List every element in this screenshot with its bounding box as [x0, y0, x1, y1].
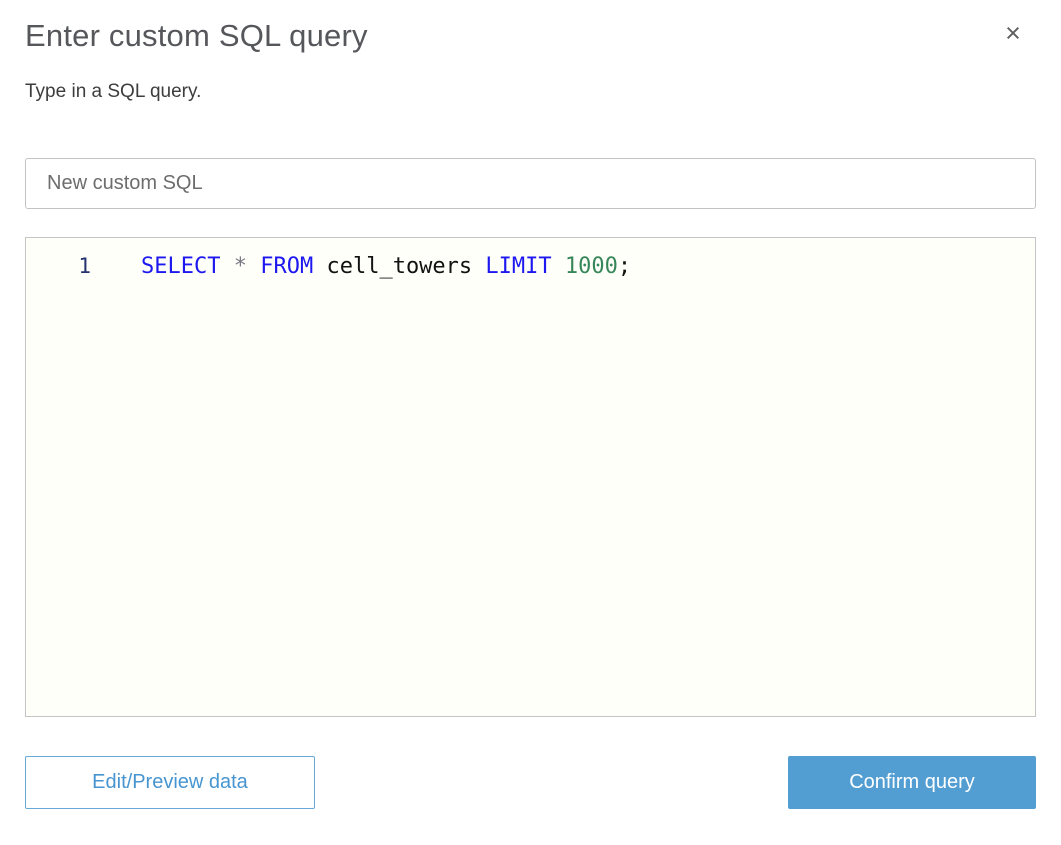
modal-header: Enter custom SQL query × [25, 0, 1036, 54]
close-icon[interactable]: × [998, 18, 1028, 48]
sql-token-plain [220, 254, 233, 279]
sql-token-plain [552, 254, 565, 279]
edit-preview-data-button[interactable]: Edit/Preview data [25, 756, 315, 809]
sql-token-operator: * [233, 254, 247, 279]
code-text: SELECT * FROM cell_towers LIMIT 1000; [91, 252, 631, 282]
line-number: 1 [78, 254, 91, 278]
confirm-query-button[interactable]: Confirm query [788, 756, 1036, 809]
sql-token-keyword: SELECT [141, 254, 221, 279]
sql-token-identifier: cell_towers [326, 254, 473, 279]
sql-token-number: 1000 [564, 254, 618, 279]
sql-token-plain [247, 254, 260, 279]
sql-token-plain [472, 254, 485, 279]
modal-footer: Edit/Preview data Confirm query [25, 756, 1036, 809]
modal-subtitle: Type in a SQL query. [25, 81, 202, 102]
sql-token-keyword: LIMIT [485, 254, 552, 279]
sql-token-keyword: FROM [260, 254, 314, 279]
sql-token-punctuation: ; [617, 254, 632, 279]
query-name-input[interactable] [25, 158, 1036, 209]
page-title: Enter custom SQL query [25, 18, 368, 53]
sql-token-plain [313, 254, 326, 279]
